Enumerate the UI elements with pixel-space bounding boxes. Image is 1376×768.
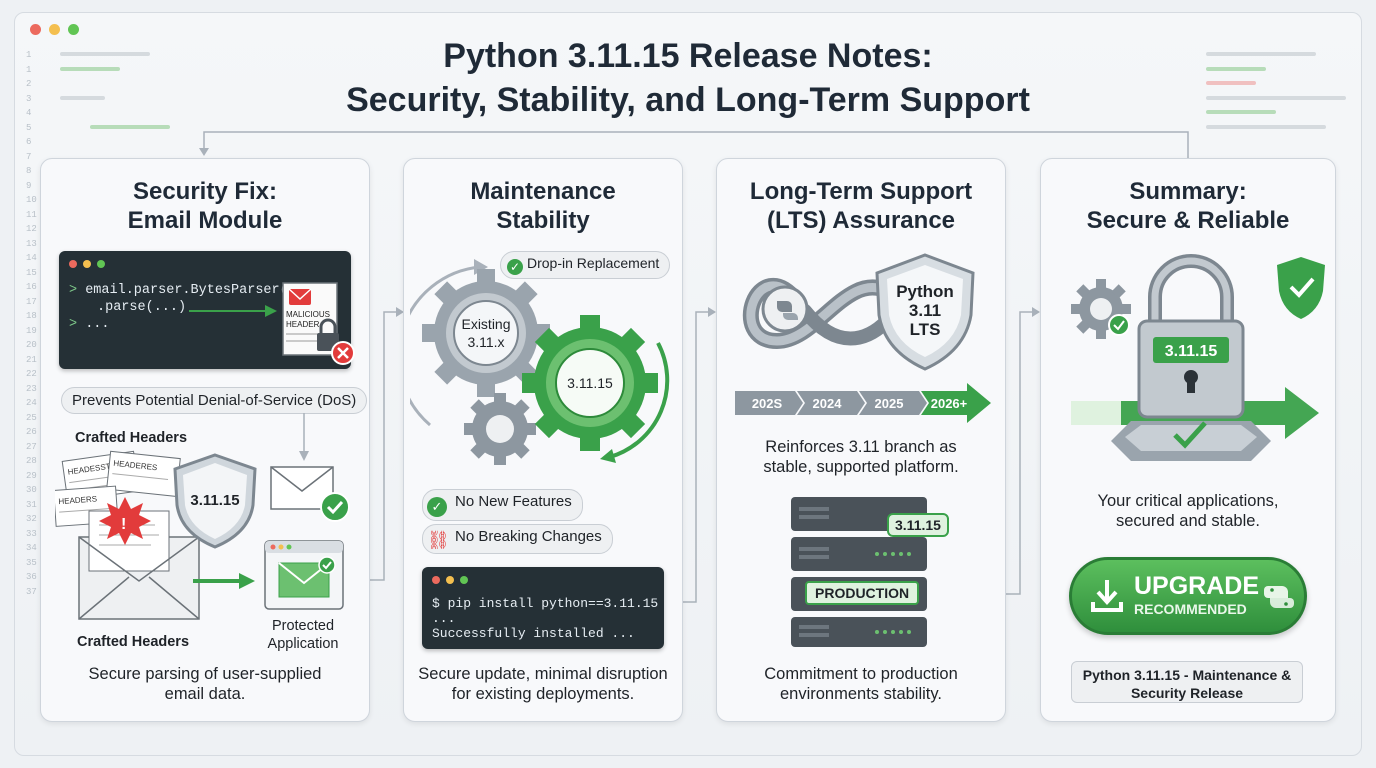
check-circle-icon: ✓ <box>507 259 523 275</box>
maximize-dot-icon <box>68 24 79 35</box>
close-dot-icon <box>30 24 41 35</box>
svg-text:3.11.15: 3.11.15 <box>1165 343 1218 360</box>
crafted-headers-label-bottom: Crafted Headers <box>77 634 190 650</box>
background-code-decoration-right <box>1206 52 1346 139</box>
timeline-label: 2024 <box>813 396 843 411</box>
page-title: Python 3.11.15 Release Notes: Security, … <box>0 34 1376 122</box>
svg-text:LTS: LTS <box>910 320 941 339</box>
no-breaking-changes-pill: ⛓No Breaking Changes <box>422 524 613 554</box>
upgrade-recommended-button[interactable]: UPGRADE RECOMMENDED <box>1069 557 1307 635</box>
window-controls <box>30 24 79 35</box>
svg-text:3.11.15: 3.11.15 <box>190 492 239 509</box>
timeline-segment <box>859 391 927 415</box>
card-caption: Commitment to production environments st… <box>764 665 958 703</box>
timeline-label: 202S <box>752 396 783 411</box>
arrow-down-icon <box>299 413 309 461</box>
card-security-fix: Security Fix: Email Module > email.parse… <box>40 158 370 722</box>
verified-envelope-icon <box>270 466 350 522</box>
server-version-tag: 3.11.15 <box>887 513 949 537</box>
title-line-2: Security, Stability, and Long-Term Suppo… <box>346 81 1030 119</box>
timeline-segment <box>735 391 803 415</box>
crafted-headers-envelope-illustration: HEADESST HEADERES HEADERS ! <box>55 450 200 620</box>
svg-text:Python: Python <box>896 282 954 301</box>
lts-mid-text: Reinforces 3.11 branch as stable, suppor… <box>763 438 959 476</box>
timeline-segment <box>797 391 865 415</box>
arrow-right-icon <box>189 305 277 317</box>
card-caption: Secure parsing of user-supplied email da… <box>88 665 322 703</box>
secure-lock-illustration: 3.11.15 <box>1071 254 1325 461</box>
download-icon <box>1091 580 1123 612</box>
svg-text:HEADER: HEADER <box>286 320 320 329</box>
card-caption: Secure update, minimal disruption for ex… <box>418 665 668 703</box>
lts-timeline: 202S 2024 2025 2026+ <box>735 383 991 423</box>
broken-link-icon: ⛓ <box>427 530 450 550</box>
svg-text:!: ! <box>121 516 126 533</box>
background-code-decoration <box>60 52 170 139</box>
production-label: PRODUCTION <box>805 581 920 605</box>
card-title: Summary: Secure & Reliable <box>1086 178 1290 234</box>
card-title: Security Fix: Email Module <box>127 178 283 234</box>
timeline-segment <box>921 383 991 423</box>
timeline-label: 2026+ <box>931 396 968 411</box>
protected-application-label: Protected Application <box>267 618 339 652</box>
infinity-lts-shield-illustration: Python 3.11 LTS <box>742 253 975 371</box>
card-summary: Summary: Secure & Reliable 3.11.15 <box>1040 158 1336 722</box>
check-circle-icon: ✓ <box>427 497 447 517</box>
title-line-1: Python 3.11.15 Release Notes: <box>443 37 933 75</box>
timeline-label: 2025 <box>875 396 904 411</box>
svg-text:3.11.x: 3.11.x <box>467 334 504 350</box>
svg-text:Existing: Existing <box>461 316 510 332</box>
svg-text:HEADERS: HEADERS <box>58 494 97 506</box>
no-new-features-pill: ✓No New Features <box>422 489 583 521</box>
shield-icon: 3.11.15 <box>173 453 257 549</box>
svg-text:3.11: 3.11 <box>909 301 941 320</box>
gears-illustration: Existing 3.11.x <box>410 259 670 465</box>
card-lts-assurance: Long-Term Support (LTS) Assurance Python… <box>716 158 1006 722</box>
svg-text:MALICIOUS: MALICIOUS <box>286 310 330 319</box>
protected-application-icon <box>264 540 344 610</box>
svg-text:3.11.15: 3.11.15 <box>567 375 613 391</box>
python-logo-icon <box>1264 586 1294 608</box>
card-title: Long-Term Support (LTS) Assurance <box>749 178 973 234</box>
release-footer-badge: Python 3.11.15 - Maintenance & Security … <box>1071 661 1303 703</box>
card-maintenance-stability: Maintenance Stability ✓Drop-in Replaceme… <box>403 158 683 722</box>
card-title: Maintenance Stability <box>470 178 616 234</box>
drop-in-replacement-badge: ✓Drop-in Replacement <box>500 251 671 279</box>
malicious-document-icon: MALICIOUS HEADER <box>282 282 355 365</box>
arrow-right-icon <box>193 573 255 589</box>
pip-terminal: $ pip install python==3.11.15 ... Succes… <box>422 567 664 649</box>
dos-prevention-pill: Prevents Potential Denial-of-Service (Do… <box>61 387 368 414</box>
summary-mid-text: Your critical applications, secured and … <box>1097 492 1279 530</box>
upgrade-label: UPGRADE <box>1134 572 1260 600</box>
recommended-label: RECOMMENDED <box>1134 601 1247 617</box>
minimize-dot-icon <box>49 24 60 35</box>
crafted-headers-label-top: Crafted Headers <box>75 430 188 446</box>
